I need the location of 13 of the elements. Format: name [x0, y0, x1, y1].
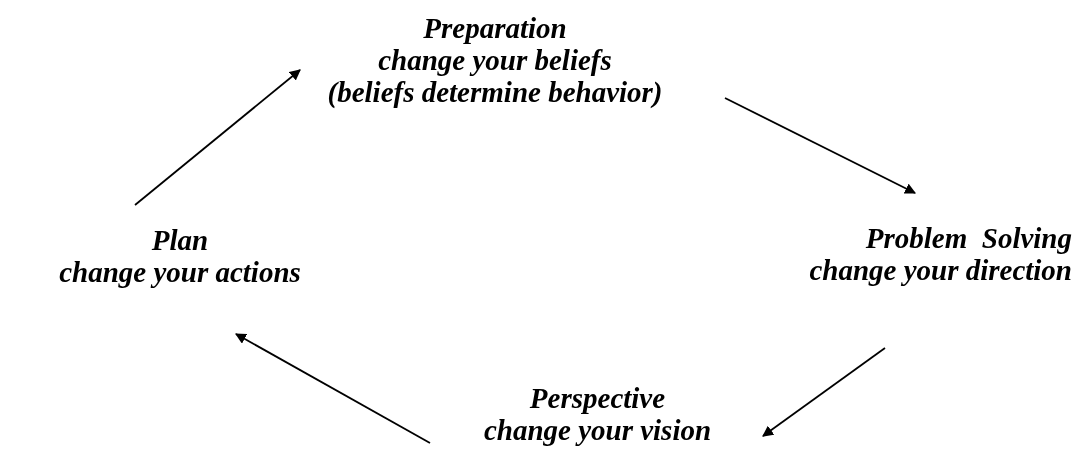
arrow — [724, 97, 916, 194]
arrow — [235, 333, 431, 444]
stage-description: change your direction — [808, 254, 1072, 286]
stage-heading: Preparation — [422, 12, 568, 44]
stage-description: (beliefs determine behavior) — [326, 76, 664, 108]
stage-heading: Plan — [150, 224, 210, 256]
arrow — [134, 69, 301, 206]
stage-description: change your actions — [58, 256, 302, 288]
stage-description: change your beliefs — [377, 44, 613, 76]
arrow — [762, 347, 886, 437]
stage-heading: Perspective — [528, 382, 667, 414]
stage-description: change your vision — [482, 414, 713, 446]
stage-heading: Problem Solving — [864, 222, 1072, 254]
